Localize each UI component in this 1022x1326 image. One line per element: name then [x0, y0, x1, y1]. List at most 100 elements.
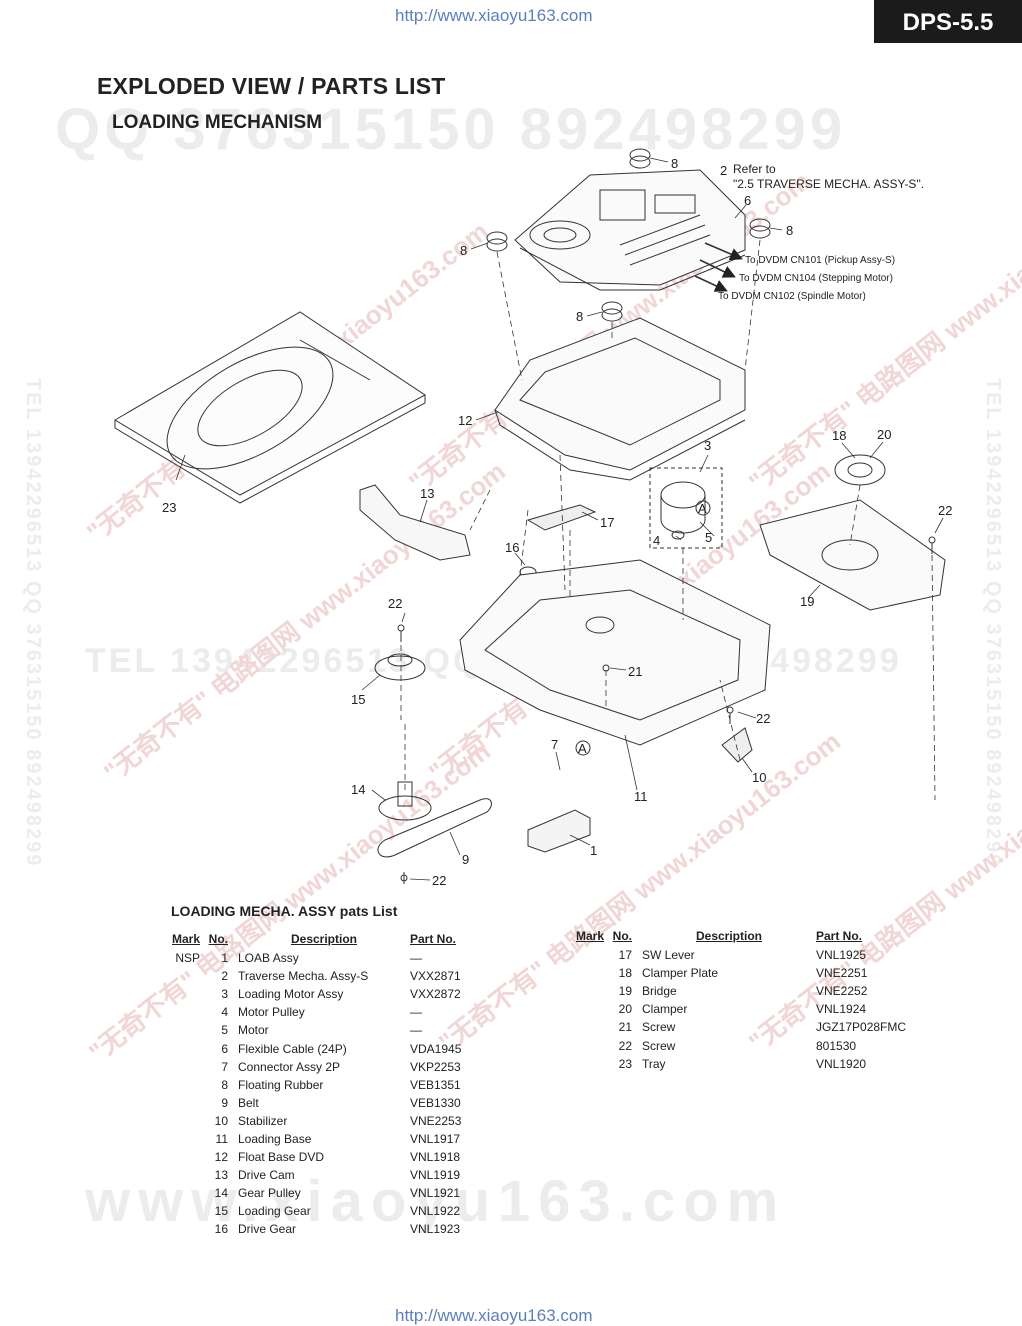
callout-12: 12 [458, 413, 472, 428]
cell-mark [166, 1202, 206, 1220]
callout-23: 23 [162, 500, 176, 515]
cell-mark [166, 1112, 206, 1130]
cell-mark [166, 1130, 206, 1148]
table-row: 6 Flexible Cable (24P) VDA1945 [166, 1039, 510, 1057]
cell-no: 9 [221, 1095, 228, 1110]
cell-description: Flexible Cable (24P) [238, 1041, 347, 1056]
cell-mark [166, 1220, 206, 1238]
cell-no: 17 [618, 948, 632, 963]
cell-no: 19 [618, 984, 632, 999]
callout-19: 19 [800, 594, 814, 609]
cell-description: Stabilizer [238, 1113, 288, 1128]
callout-20: 20 [877, 427, 891, 442]
cell-no: 12 [214, 1150, 228, 1165]
gear-pulley-drawing [378, 795, 432, 821]
cable-note-cn104: To DVDM CN104 (Stepping Motor) [739, 273, 893, 284]
cell-mark [570, 982, 610, 1000]
refer-note-line1: Refer to [733, 162, 776, 176]
cell-mark [166, 1094, 206, 1112]
cell-part-no: VNL1918 [410, 1150, 461, 1165]
exploded-view-diagram: 2 8 6 8 8 8 12 3 18 20 13 23 22 A 17 4 5… [114, 148, 952, 888]
cell-part-no: VKP2253 [410, 1059, 461, 1074]
cell-description: Loading Gear [238, 1204, 311, 1219]
loab-assy-drawing [527, 809, 591, 853]
callout-18: 18 [832, 428, 846, 443]
callout-3: 3 [704, 438, 711, 453]
callout-5: 5 [705, 530, 712, 545]
cell-description: LOAB Assy [238, 951, 299, 966]
cell-no: 14 [214, 1186, 228, 1201]
cell-description: Motor Pulley [238, 1005, 305, 1020]
cell-description: Belt [238, 1095, 259, 1110]
cell-no: 16 [214, 1222, 228, 1237]
cell-part-no: VEB1351 [410, 1077, 461, 1092]
cell-description: Bridge [642, 984, 677, 999]
cell-description: Clamper Plate [642, 966, 719, 981]
cell-part-no: 801530 [816, 1038, 857, 1053]
cell-part-no: VNL1917 [410, 1131, 461, 1146]
callout-7: 7 [551, 737, 558, 752]
cable-note-cn101: To DVDM CN101 (Pickup Assy-S) [745, 255, 895, 266]
cell-description: Screw [642, 1038, 676, 1053]
callout-11: 11 [634, 789, 648, 804]
callout-9: 9 [462, 852, 469, 867]
clamper-drawing [834, 454, 886, 486]
cell-part-no: VNL1924 [816, 1002, 867, 1017]
footer-url-link[interactable]: http://www.xiaoyu163.com [395, 1306, 593, 1325]
header-no: No. [208, 932, 228, 946]
cell-part-no: VNE2253 [410, 1113, 462, 1128]
page-title: EXPLODED VIEW / PARTS LIST [97, 73, 446, 99]
cell-mark [166, 985, 206, 1003]
cell-part-no: VNL1922 [410, 1204, 461, 1219]
belt-drawing [377, 798, 492, 858]
header-url-link[interactable]: http://www.xiaoyu163.com [395, 6, 593, 25]
cell-no: 7 [221, 1059, 228, 1074]
cell-no: 5 [221, 1023, 228, 1038]
callout-a: A [698, 501, 707, 516]
cell-no: 6 [221, 1041, 228, 1056]
cell-no: 11 [215, 1131, 228, 1146]
table-row: 14 Gear Pulley VNL1921 [166, 1184, 510, 1202]
cell-mark [570, 946, 610, 964]
callout-14: 14 [351, 782, 365, 797]
cell-description: Traverse Mecha. Assy-S [238, 969, 369, 984]
cell-part-no: VNL1919 [410, 1168, 461, 1183]
cell-part-no: VEB1330 [410, 1095, 461, 1110]
cell-mark [570, 1055, 610, 1073]
callout-a: A [578, 741, 587, 756]
callout-15: 15 [351, 692, 365, 707]
watermark-url-big: www.xiaoyu163.com [85, 1169, 787, 1234]
cell-mark [166, 1184, 206, 1202]
cell-description: Loading Base [238, 1131, 312, 1146]
cell-no: 3 [221, 987, 228, 1002]
float-base-drawing [494, 317, 746, 481]
cell-part-no: — [410, 1023, 422, 1038]
cell-description: Gear Pulley [238, 1186, 301, 1201]
callout-10: 10 [752, 770, 766, 785]
cell-mark [166, 1058, 206, 1076]
cell-part-no: VNL1925 [816, 948, 867, 963]
callout-22: 22 [938, 503, 952, 518]
bridge-drawing [759, 499, 946, 611]
cell-part-no: VDA1945 [410, 1041, 462, 1056]
cell-mark [166, 1076, 206, 1094]
drive-cam-drawing [359, 484, 471, 561]
cell-no: 18 [618, 966, 632, 981]
cell-part-no: VNL1921 [410, 1186, 461, 1201]
callout-8: 8 [671, 156, 678, 171]
cell-mark [166, 1021, 206, 1039]
